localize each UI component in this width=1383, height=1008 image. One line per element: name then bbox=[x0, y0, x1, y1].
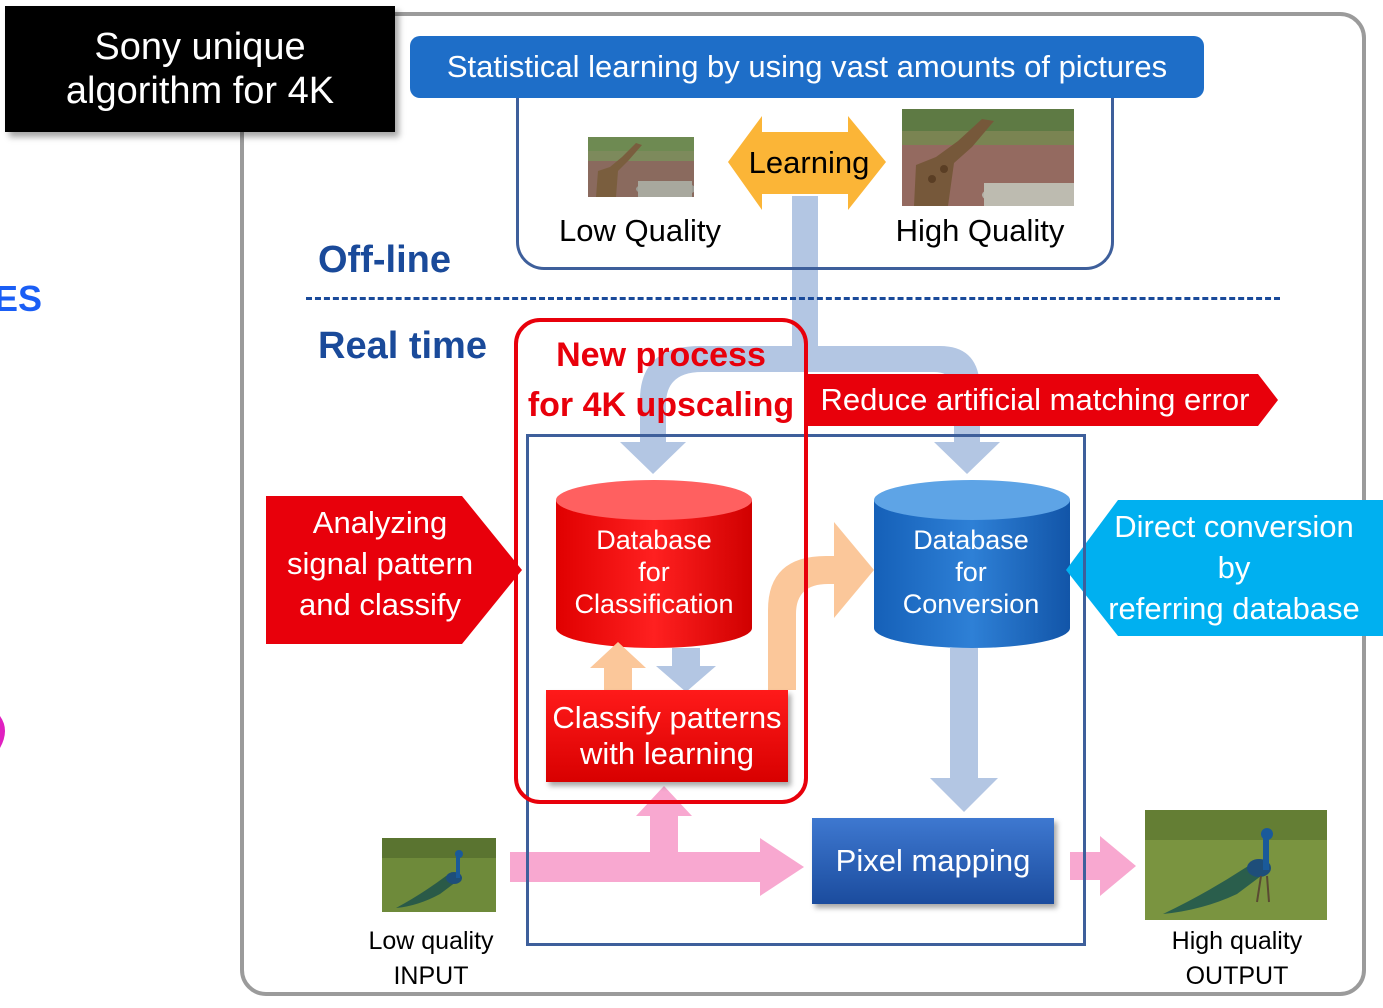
database-classification-label: Database for Classification bbox=[556, 520, 752, 624]
cut-off-text: ES bbox=[0, 278, 43, 319]
cut-off-shape bbox=[0, 716, 5, 748]
analyzing-arrow bbox=[266, 496, 522, 644]
classify-line-2: with learning bbox=[579, 736, 755, 771]
classify-line-1: Classify patterns bbox=[552, 700, 782, 735]
classify-to-conversion-arrow bbox=[768, 522, 874, 690]
pixel-mapping-box: Pixel mapping bbox=[812, 818, 1054, 904]
db-conv-line-1: Database bbox=[913, 525, 1029, 555]
database-conversion-label: Database for Conversion bbox=[872, 520, 1070, 624]
classify-patterns-box: Classify patterns with learning bbox=[546, 690, 788, 782]
title-line-2: algorithm for 4K bbox=[65, 70, 335, 112]
database-classification-cylinder bbox=[556, 480, 752, 648]
direct-line-3: referring database bbox=[1108, 590, 1360, 626]
db-conv-line-2: for bbox=[955, 557, 987, 587]
db-conv-line-3: Conversion bbox=[902, 589, 1040, 619]
analyze-line-1: Analyzing bbox=[312, 504, 448, 540]
database-conversion-cylinder bbox=[874, 480, 1070, 648]
flow-arrow-offline bbox=[620, 196, 1000, 474]
output-line-1: High quality bbox=[1171, 927, 1303, 955]
high-quality-label: High Quality bbox=[895, 213, 1065, 248]
output-flow-arrow bbox=[1070, 836, 1136, 896]
direct-conversion-arrow bbox=[1066, 500, 1383, 636]
output-line-2: OUTPUT bbox=[1185, 962, 1289, 990]
analyze-line-3: and classify bbox=[299, 586, 461, 622]
learning-panel bbox=[516, 98, 1114, 270]
new-process-highlight bbox=[514, 318, 808, 804]
output-photo bbox=[1145, 810, 1327, 920]
reduce-error-label: Reduce artificial matching error bbox=[820, 382, 1250, 417]
offline-label: Off-line bbox=[318, 238, 451, 281]
db-class-line-1: Database bbox=[596, 525, 712, 555]
output-label: High quality OUTPUT bbox=[1158, 922, 1316, 996]
top-banner: Statistical learning by using vast amoun… bbox=[410, 36, 1204, 98]
feedback-up-arrow bbox=[590, 642, 646, 690]
title-box: Sony unique algorithm for 4K bbox=[5, 6, 395, 132]
realtime-label: Real time bbox=[318, 324, 487, 367]
analyze-line-2: signal pattern bbox=[286, 545, 474, 581]
db-class-line-3: Classification bbox=[574, 589, 734, 619]
input-line-2: INPUT bbox=[393, 962, 469, 990]
conversion-to-pixel-arrow bbox=[930, 648, 998, 812]
direct-line-2: by bbox=[1217, 549, 1251, 585]
analyzing-label: Analyzing signal pattern and classify bbox=[270, 500, 490, 626]
learning-label: Learning bbox=[748, 145, 870, 180]
new-process-label: New process for 4K upscaling bbox=[516, 330, 806, 430]
input-line-1: Low quality bbox=[368, 927, 494, 955]
input-label: Low quality INPUT bbox=[356, 922, 506, 996]
low-quality-label: Low Quality bbox=[559, 213, 721, 248]
high-quality-photo bbox=[902, 109, 1074, 206]
new-process-line-1: New process bbox=[556, 336, 766, 374]
db-class-line-2: for bbox=[638, 557, 670, 587]
lookup-down-arrow bbox=[656, 648, 716, 692]
input-flow-arrow bbox=[510, 786, 804, 896]
new-process-line-2: for 4K upscaling bbox=[527, 386, 795, 424]
title-line-1: Sony unique bbox=[94, 26, 306, 68]
input-photo bbox=[382, 838, 496, 912]
reduce-error-arrow bbox=[806, 374, 1278, 426]
direct-conversion-label: Direct conversion by referring database bbox=[1090, 504, 1378, 630]
learning-double-arrow bbox=[728, 116, 886, 210]
direct-line-1: Direct conversion bbox=[1114, 508, 1354, 544]
section-divider bbox=[306, 297, 1280, 300]
low-quality-photo bbox=[588, 137, 694, 197]
